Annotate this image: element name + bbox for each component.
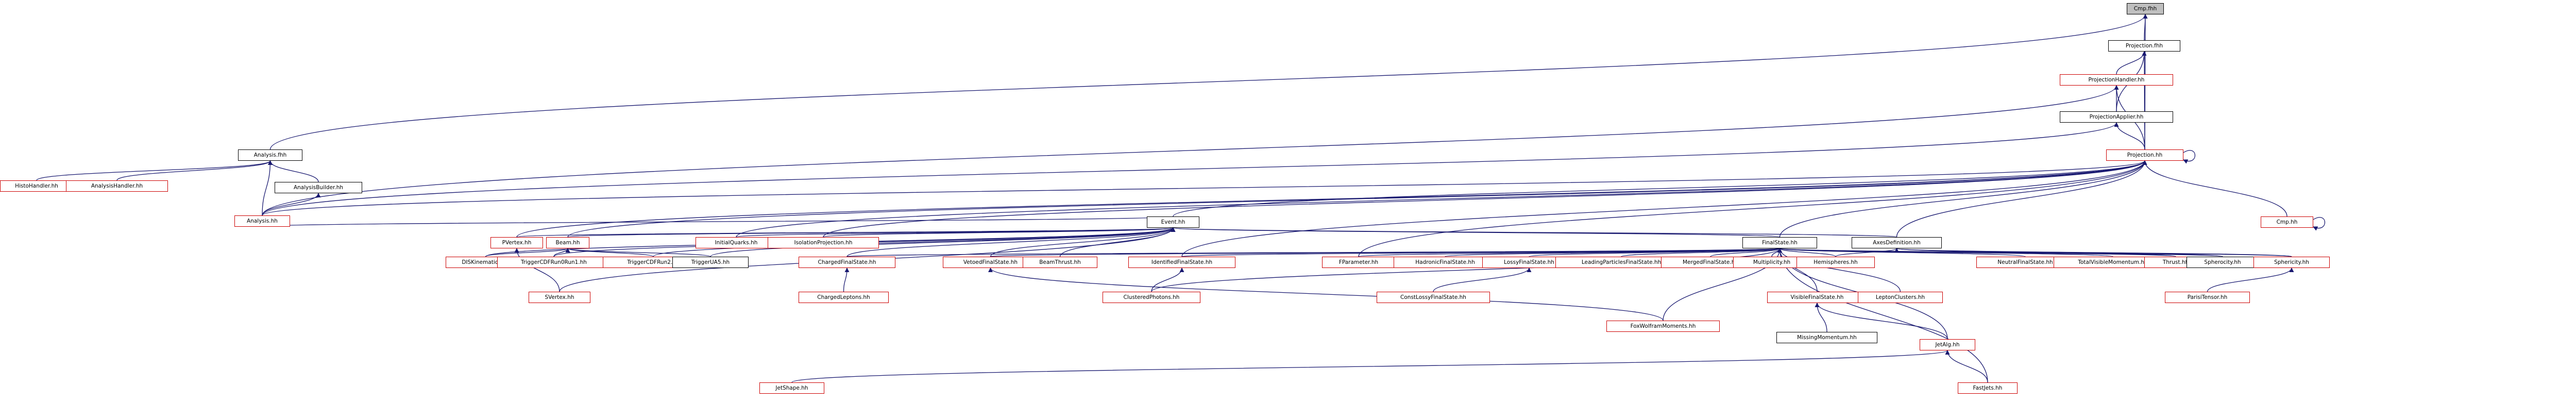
node-fparameter[interactable]: FParameter.hh (1322, 257, 1395, 268)
node-analysis-hh[interactable]: Analysis.hh (234, 215, 290, 227)
edge-jshape-to-jalg (791, 350, 1950, 383)
node-sphericity[interactable]: Sphericity.hh (2253, 257, 2330, 268)
node-neutral-final-state[interactable]: NeutralFinalState.hh (1976, 257, 2074, 268)
edge-clfs-to-lfs (1433, 267, 1532, 292)
edge-vfs-to-event (990, 227, 1176, 257)
edge-iso-to-event (823, 227, 1175, 238)
node-jet-alg[interactable]: JetAlg.hh (1920, 339, 1975, 350)
node-beam-thrust[interactable]: BeamThrust.hh (1023, 257, 1097, 268)
edge-analysis-to-pr (262, 160, 2147, 216)
edge-analysis-to-event (262, 216, 1175, 227)
node-projection-handler[interactable]: ProjectionHandler.hh (2060, 74, 2173, 86)
edge-cl-to-cfs (843, 267, 850, 292)
node-multiplicity[interactable]: Multiplicity.hh (1733, 257, 1810, 268)
edge-pr-to-pa (2114, 122, 2145, 150)
edge-fp-to-pr (1358, 160, 2147, 257)
node-isolation-projection[interactable]: IsolationProjection.hh (768, 237, 879, 248)
node-histo-handler[interactable]: HistoHandler.hh (0, 180, 73, 192)
edge-fmm-to-vfs (988, 267, 1664, 321)
edge-histo-to-an (36, 160, 273, 181)
edge-fast-to-fs (1777, 248, 1988, 383)
edge-event-to-pr (1173, 160, 2147, 217)
edge-iq-to-pr (736, 160, 2147, 238)
node-identified-final-state[interactable]: IdentifiedFinalState.hh (1128, 257, 1235, 268)
edge-analysis-to-ph (262, 85, 2119, 216)
edge-svx-to-pv (514, 248, 560, 292)
edge-sphc-to-axes (1894, 248, 2292, 257)
node-trigger-ua5[interactable]: TriggerUA5.hh (672, 257, 749, 268)
edge-cmph-to-pr (2142, 160, 2287, 217)
node-hemispheres[interactable]: Hemispheres.hh (1797, 257, 1875, 268)
edge-analysis-to-ab (262, 193, 321, 216)
node-beam[interactable]: Beam.hh (546, 237, 589, 248)
edge-an-to-cmp (269, 14, 2148, 150)
edge-pr-to-pr (2183, 150, 2195, 164)
edge-tua5-to-event (710, 227, 1176, 257)
node-trigger-cdf-run0run1[interactable]: TriggerCDFRun0Run1.hh (497, 257, 611, 268)
node-const-lossy-final-state[interactable]: ConstLossyFinalState.hh (1377, 292, 1490, 303)
node-cmp-fhh: Cmp.fhh (2127, 3, 2164, 14)
node-initial-quarks[interactable]: InitialQuarks.hh (696, 237, 777, 248)
edge-ahand-to-an (116, 160, 273, 181)
edge-ph-to-proj (2116, 51, 2147, 75)
node-analysis-fhh[interactable]: Analysis.fhh (238, 149, 302, 161)
node-projection-applier[interactable]: ProjectionApplier.hh (2060, 111, 2173, 123)
edge-iso-to-pr (823, 160, 2147, 238)
node-lepton-clusters[interactable]: LeptonClusters.hh (1858, 292, 1943, 303)
edge-lpfs-to-fs (1621, 248, 1782, 257)
node-visible-final-state[interactable]: VisibleFinalState.hh (1767, 292, 1867, 303)
node-leading-particles-final-state[interactable]: LeadingParticlesFinalState.hh (1555, 257, 1687, 268)
node-svertex[interactable]: SVertex.hh (529, 292, 590, 303)
node-clustered-photons[interactable]: ClusteredPhotons.hh (1103, 292, 1200, 303)
edge-visfs-to-fs (1777, 248, 1818, 292)
edge-fast-to-jalg (1945, 350, 1988, 383)
edge-mm-to-visfs (1815, 303, 1827, 332)
edge-cp-to-ifs (1151, 267, 1184, 292)
edge-mfs-to-fs (1710, 248, 1782, 257)
node-parisi-tensor[interactable]: ParisiTensor.hh (2165, 292, 2250, 303)
edge-cmph-to-cmph (2313, 217, 2325, 231)
node-spherocity[interactable]: Spherocity.hh (2187, 257, 2259, 268)
node-analysis-builder[interactable]: AnalysisBuilder.hh (275, 182, 362, 193)
edge-axes-to-pr (1896, 160, 2147, 238)
node-cmp-hh[interactable]: Cmp.hh (2261, 216, 2313, 228)
node-pvertex[interactable]: PVertex.hh (490, 237, 543, 248)
edge-hemi-to-axes (1835, 248, 1899, 257)
edge-dis-to-beam (485, 248, 570, 257)
node-analysis-handler[interactable]: AnalysisHandler.hh (66, 180, 168, 192)
edge-lc-to-fs (1777, 248, 1901, 292)
node-missing-momentum[interactable]: MissingMomentum.hh (1776, 332, 1877, 343)
node-final-state[interactable]: FinalState.hh (1742, 237, 1817, 248)
node-projection-hh[interactable]: Projection.hh (2106, 149, 2183, 161)
node-charged-leptons[interactable]: ChargedLeptons.hh (799, 292, 889, 303)
node-jet-shape[interactable]: JetShape.hh (759, 382, 824, 394)
edge-jalg-to-visfs (1815, 303, 1948, 340)
edge-fs-to-event (1171, 227, 1781, 238)
edge-pt-to-sphc (2207, 267, 2294, 292)
node-axes-definition[interactable]: AxesDefinition.hh (1852, 237, 1942, 248)
node-hadronic-final-state[interactable]: HadronicFinalState.hh (1394, 257, 1497, 268)
edge-analysis-to-pa (262, 122, 2119, 216)
node-event[interactable]: Event.hh (1147, 216, 1199, 228)
node-fast-jets[interactable]: FastJets.hh (1958, 382, 2018, 394)
edge-ifs-to-pr (1181, 160, 2147, 257)
edge-axes-to-event (1171, 227, 1897, 238)
edge-analysis-to-an (262, 160, 273, 216)
edge-tua5-to-beam (565, 248, 711, 257)
edge-ab-to-an (267, 160, 319, 182)
node-projection-fhh[interactable]: Projection.fhh (2108, 40, 2180, 52)
edge-cfs-to-event (846, 227, 1176, 257)
node-charged-final-state[interactable]: ChargedFinalState.hh (799, 257, 895, 268)
node-fox-wolfram-moments[interactable]: FoxWolframMoments.hh (1606, 321, 1720, 332)
edge-fs-to-pr (1779, 160, 2147, 238)
